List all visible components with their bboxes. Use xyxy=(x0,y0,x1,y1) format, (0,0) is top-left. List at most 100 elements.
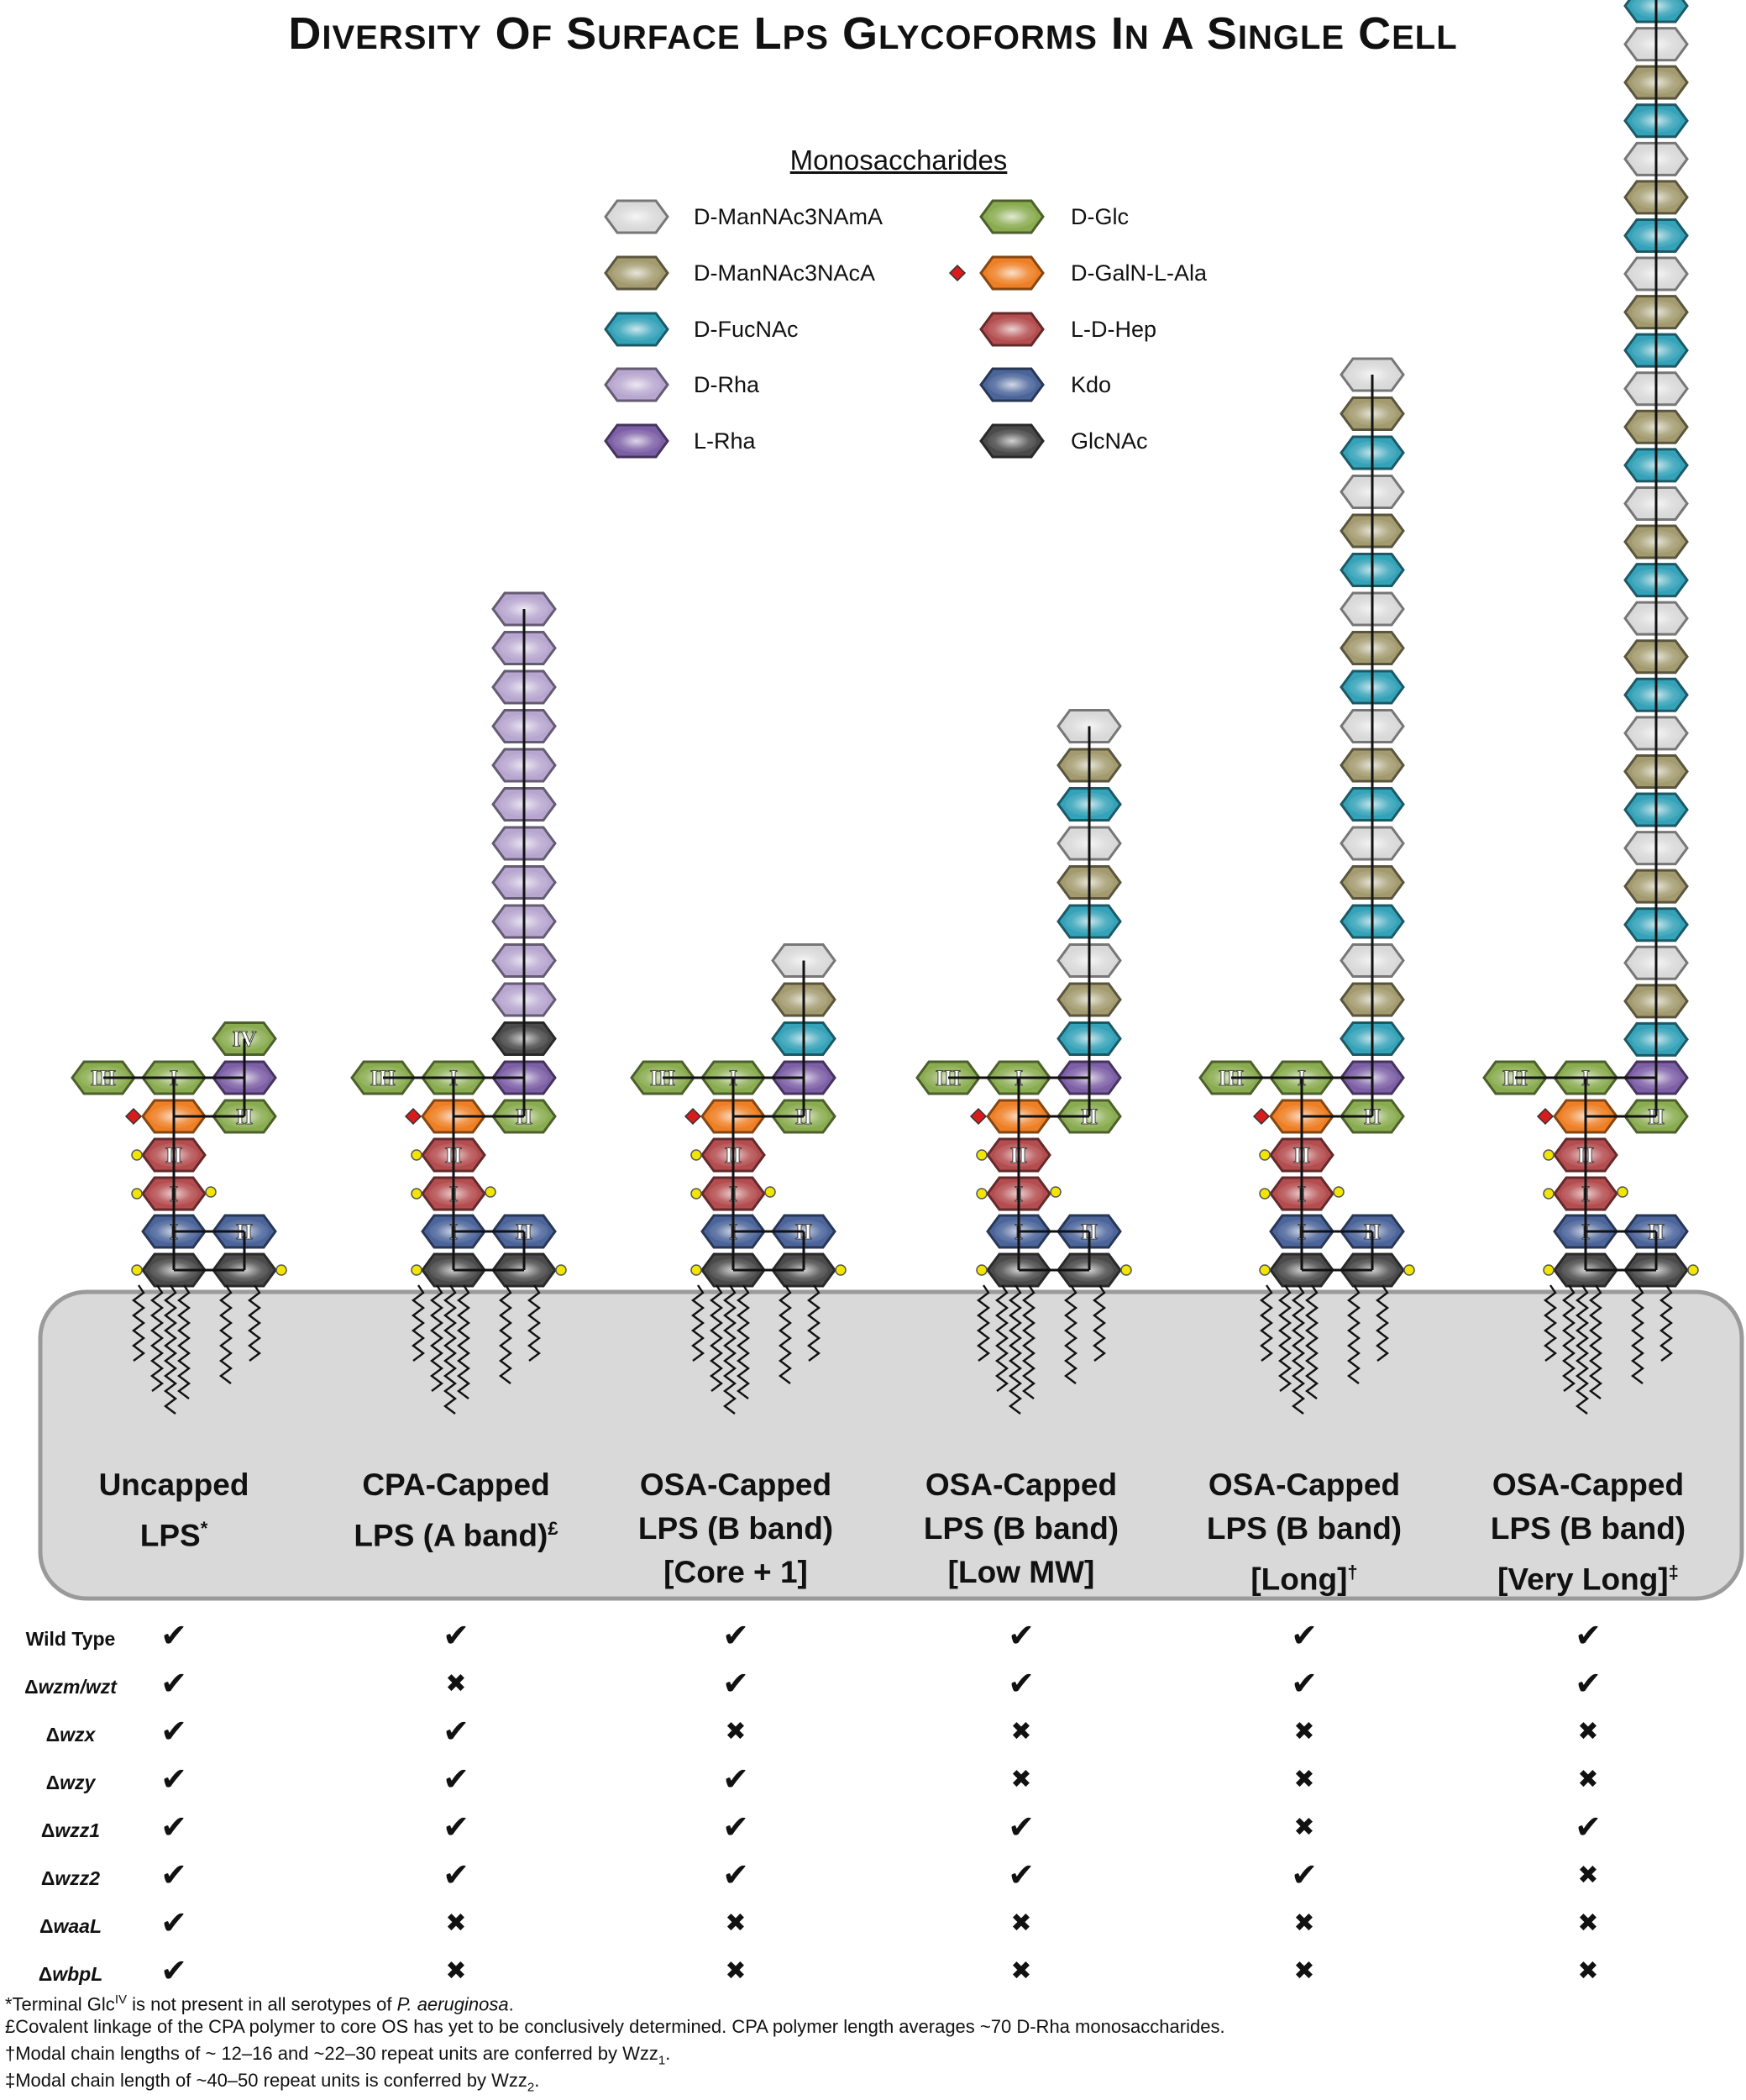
check-mark: ✔ xyxy=(1291,1667,1318,1702)
alanine-diamond xyxy=(124,1107,143,1126)
legend-label: D-ManNAc3NAcA xyxy=(694,260,876,286)
phosphate-dot xyxy=(1543,1149,1555,1161)
legend-swatch-glcnac xyxy=(979,423,1045,459)
legend-swatch-kdo xyxy=(979,367,1045,402)
cross-mark: ✖ xyxy=(725,1718,747,1746)
phosphate-dot xyxy=(1259,1149,1271,1161)
phosphate-dot xyxy=(1050,1186,1062,1198)
phosphate-dot xyxy=(1259,1264,1271,1276)
footnote-4: ‡Modal chain length of ~40–50 repeat uni… xyxy=(5,2070,540,2095)
alanine-diamond xyxy=(404,1107,422,1126)
cross-mark: ✖ xyxy=(725,1957,747,1985)
phosphate-dot xyxy=(485,1186,496,1198)
phosphate-dot xyxy=(835,1264,847,1276)
phosphate-dot xyxy=(131,1149,143,1161)
check-mark: ✔ xyxy=(160,1619,187,1654)
check-mark: ✔ xyxy=(1575,1667,1602,1702)
cross-mark: ✖ xyxy=(1577,1909,1599,1937)
legend-label: D-ManNAc3NAmA xyxy=(694,204,883,229)
cross-mark: ✖ xyxy=(1010,1766,1032,1793)
check-mark: ✔ xyxy=(443,1619,469,1654)
legend-swatch-d-glc xyxy=(979,199,1045,234)
legend-swatch-d-fucnac xyxy=(604,312,669,347)
phosphate-dot xyxy=(555,1264,567,1276)
phosphate-dot xyxy=(1403,1264,1415,1276)
legend-label: D-Glc xyxy=(1071,204,1129,229)
mutant-label: Δwzz1 xyxy=(40,1819,101,1841)
phosphate-dot xyxy=(1543,1264,1555,1276)
cross-mark: ✖ xyxy=(445,1670,467,1698)
check-mark: ✔ xyxy=(160,1858,187,1893)
check-mark: ✔ xyxy=(160,1762,187,1798)
check-mark: ✔ xyxy=(1575,1810,1602,1845)
cross-mark: ✖ xyxy=(1577,1766,1599,1793)
phosphate-dot xyxy=(411,1149,422,1161)
mutant-label: ΔwaaL xyxy=(39,1915,102,1937)
lps-chains: IIIIIIIIIIIIIVIIIIIIIIIIIIIIIIIIIIIIIIII… xyxy=(71,0,1699,1415)
legend-label: L-D-Hep xyxy=(1071,317,1157,342)
check-mark: ✔ xyxy=(160,1906,187,1941)
mutant-label: Δwzy xyxy=(45,1772,96,1793)
legend-swatch-l-rha xyxy=(604,423,669,459)
alanine-diamond xyxy=(969,1107,988,1126)
cross-mark: ✖ xyxy=(1293,1766,1315,1793)
phosphate-dot xyxy=(131,1264,143,1276)
legend-swatch-d-mannac3naca xyxy=(604,255,669,291)
legend-label: D-FucNAc xyxy=(694,317,799,342)
phosphate-dot xyxy=(690,1264,702,1276)
phosphate-dot xyxy=(1687,1264,1699,1276)
check-mark: ✔ xyxy=(722,1858,749,1893)
cross-mark: ✖ xyxy=(445,1909,467,1937)
check-mark: ✔ xyxy=(160,1667,187,1702)
mutant-label: Δwzz2 xyxy=(40,1867,101,1889)
phosphate-dot xyxy=(275,1264,287,1276)
roman-numeral: III xyxy=(91,1066,116,1090)
legend-label: L-Rha xyxy=(694,428,756,454)
roman-numeral: III xyxy=(370,1066,396,1090)
cross-mark: ✖ xyxy=(1293,1909,1315,1937)
legend-swatch-d-rha xyxy=(604,367,669,402)
legend-label: GlcNAc xyxy=(1071,428,1148,454)
legend-label: D-Rha xyxy=(694,372,760,397)
check-mark: ✔ xyxy=(443,1858,469,1893)
phosphate-dot xyxy=(976,1188,988,1200)
osa-sugar xyxy=(1623,831,1689,866)
footnote-1: *Terminal GlcIV is not present in all se… xyxy=(5,1992,514,2015)
alanine-diamond xyxy=(1252,1107,1271,1126)
check-mark: ✔ xyxy=(722,1810,749,1845)
phosphate-dot xyxy=(764,1186,776,1198)
check-mark: ✔ xyxy=(1575,1619,1602,1654)
d-rha xyxy=(491,943,557,978)
phosphate-dot xyxy=(1543,1188,1555,1200)
check-mark: ✔ xyxy=(1291,1858,1318,1893)
cross-mark: ✖ xyxy=(1010,1718,1032,1746)
check-mark: ✔ xyxy=(443,1762,469,1798)
cross-mark: ✖ xyxy=(1010,1909,1032,1937)
glc-ii: II xyxy=(212,1099,277,1134)
cross-mark: ✖ xyxy=(1293,1957,1315,1985)
phosphate-dot xyxy=(411,1188,422,1200)
check-mark: ✔ xyxy=(1008,1619,1035,1654)
check-mark: ✔ xyxy=(1008,1810,1035,1845)
cross-mark: ✖ xyxy=(1293,1718,1315,1746)
check-mark: ✔ xyxy=(1008,1858,1035,1893)
check-mark: ✔ xyxy=(443,1810,469,1845)
check-mark: ✔ xyxy=(160,1714,187,1750)
cross-mark: ✖ xyxy=(445,1957,467,1985)
alanine-diamond xyxy=(1536,1107,1555,1126)
phosphate-dot xyxy=(690,1149,702,1161)
phosphate-dot xyxy=(1120,1264,1132,1276)
phosphate-dot xyxy=(976,1264,988,1276)
phosphate-dot xyxy=(1333,1186,1345,1198)
legend-label: Kdo xyxy=(1071,372,1112,397)
check-mark: ✔ xyxy=(722,1667,749,1702)
phosphate-dot xyxy=(976,1149,988,1161)
check-mark: ✔ xyxy=(160,1810,187,1845)
